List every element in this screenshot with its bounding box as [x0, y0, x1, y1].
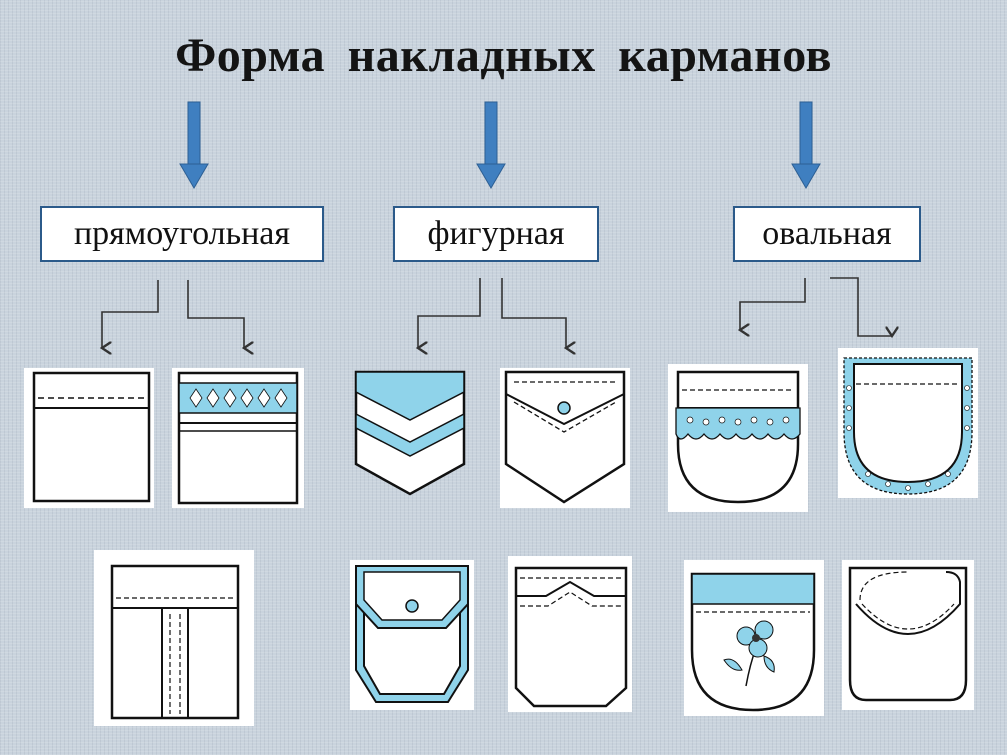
category-oval: овальная	[733, 206, 921, 262]
flower-icon	[723, 620, 775, 687]
pocket-figured-chevron	[354, 370, 466, 496]
category-rectangular: прямоугольная	[40, 206, 324, 262]
pocket-oval-lace-band	[668, 364, 808, 512]
pocket-figured-trimmed-flap	[350, 560, 474, 710]
diagram-title: Форма накладных карманов	[175, 29, 832, 82]
arrow-down-icon	[179, 101, 209, 189]
pocket-figured-notched	[508, 556, 632, 712]
connector-lines	[102, 277, 892, 348]
arrow-down-icon	[791, 101, 821, 189]
pocket-rectangular-center-stripe	[94, 550, 254, 726]
pocket-oval-lace-edge	[838, 348, 978, 498]
pocket-figured-flap-button	[500, 368, 630, 508]
pocket-oval-flower	[684, 560, 824, 716]
pocket-oval-double-stitch	[842, 560, 974, 710]
arrow-down-icon	[476, 101, 506, 189]
pocket-rectangular-plain	[24, 368, 154, 508]
category-figured: фигурная	[393, 206, 599, 262]
pocket-rectangular-embroidered	[172, 368, 304, 508]
